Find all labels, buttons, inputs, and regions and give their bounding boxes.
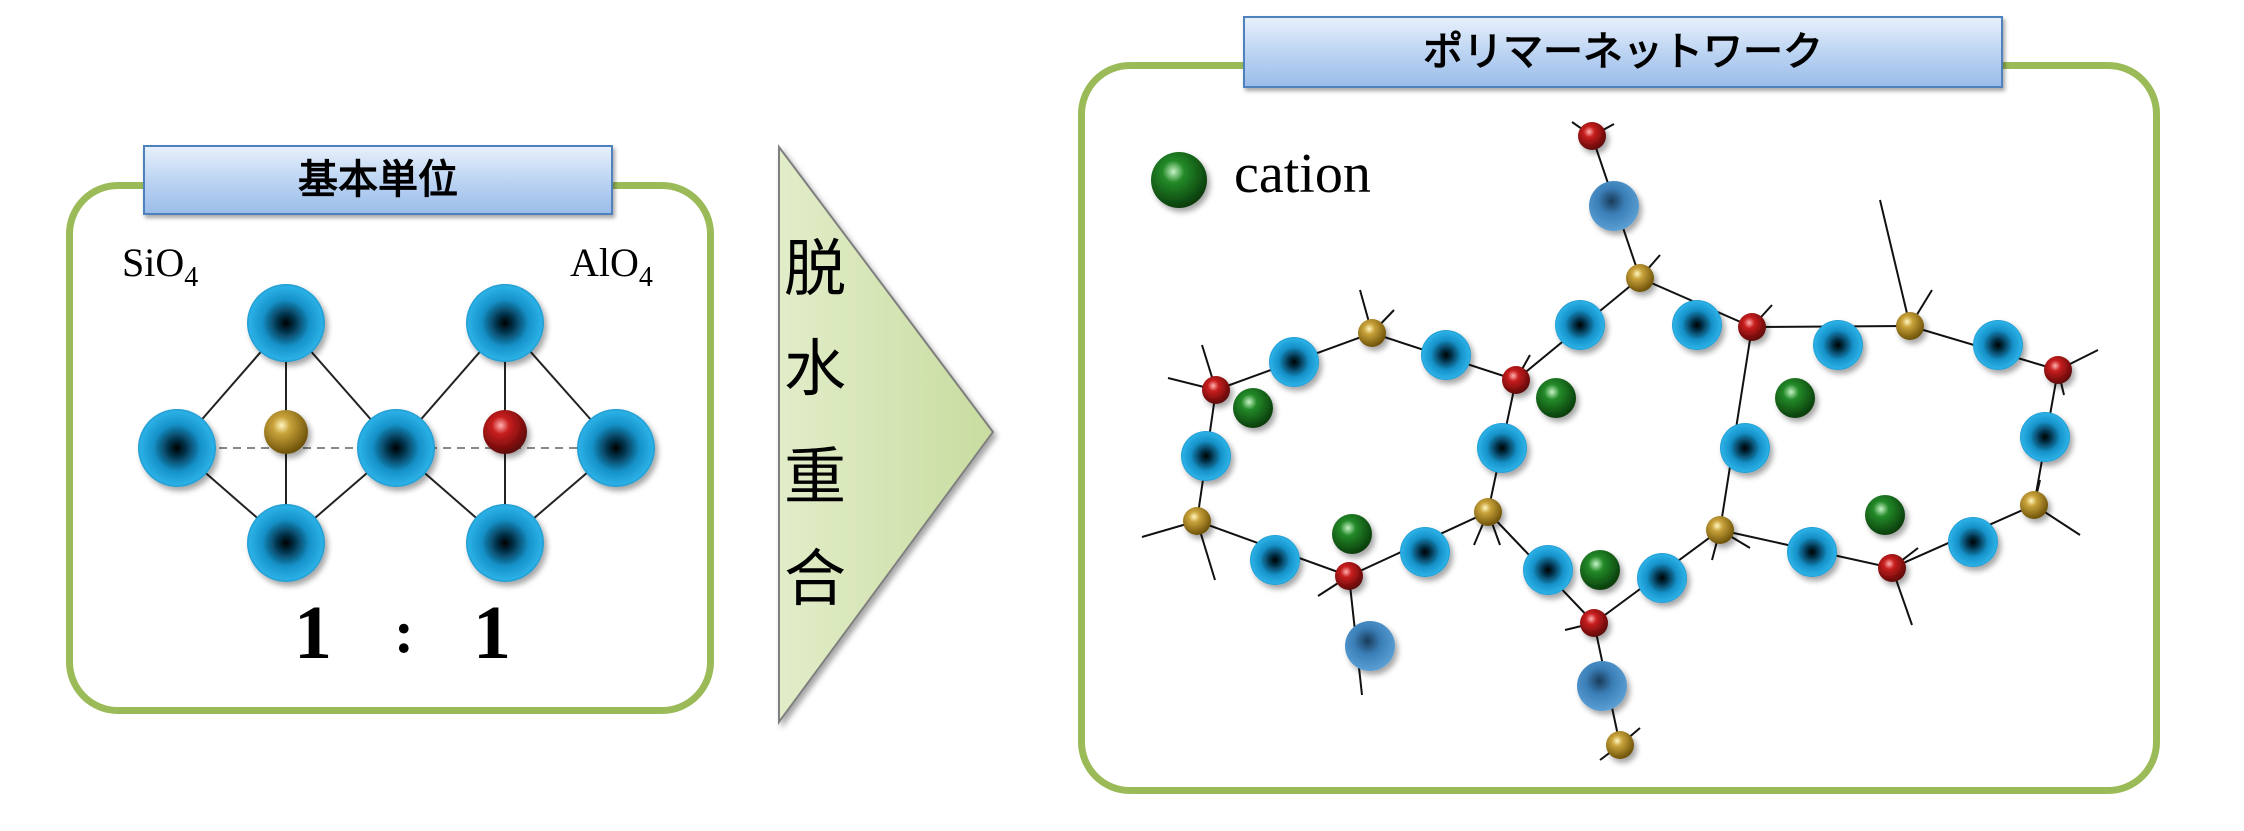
- sio4-label: SiO4: [122, 240, 198, 293]
- arrow-char-4: 合: [784, 542, 847, 615]
- alo4-label: AlO4: [570, 240, 653, 293]
- polymer-network-title: ポリマーネットワーク: [1243, 16, 2003, 88]
- alo4-subscript: 4: [639, 262, 653, 293]
- aluminum-atom: [483, 410, 527, 454]
- alo4-text: AlO: [570, 240, 639, 285]
- ratio-right: 1: [473, 591, 511, 675]
- ratio-left: 1: [294, 591, 332, 675]
- sio4-subscript: 4: [184, 262, 198, 293]
- cation-legend-label: cation: [1234, 143, 1371, 205]
- ratio-separator: :: [394, 599, 414, 665]
- network-oxygen: [1181, 300, 2070, 603]
- oxygen-atom: [138, 284, 655, 582]
- silicon-atom: [264, 410, 308, 454]
- terminal-oxygen: [1345, 181, 1639, 711]
- arrow-char-1: 脱: [784, 232, 847, 305]
- network-cation: [1233, 378, 1905, 590]
- cation-legend-icon: [1151, 152, 1207, 208]
- arrow-char-2: 水: [784, 332, 847, 405]
- network-aluminum: [1202, 122, 2072, 637]
- sio4-text: SiO: [122, 240, 184, 285]
- arrow-char-3: 重: [784, 440, 847, 513]
- dehydration-arrow: [778, 144, 995, 726]
- basic-unit-title: 基本単位: [143, 145, 613, 215]
- network-silicon: [1183, 264, 2048, 759]
